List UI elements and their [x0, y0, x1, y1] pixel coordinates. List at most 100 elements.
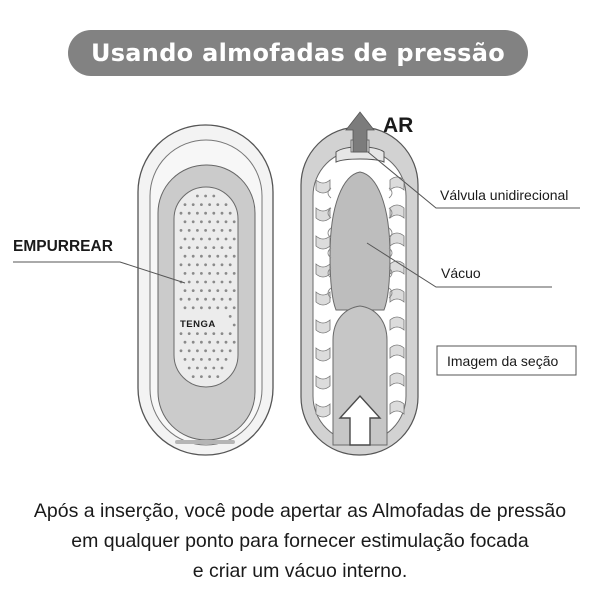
- pad-dot: [224, 272, 228, 275]
- caption-line-2: em qualquer ponto para fornecer estimula…: [71, 530, 529, 552]
- pad-dot: [187, 280, 191, 284]
- section-ribs: [315, 176, 405, 418]
- pad-dot: [232, 237, 236, 241]
- pad-dot: [224, 306, 228, 310]
- pad-dot: [200, 289, 203, 292]
- section-rib: [389, 372, 405, 387]
- pad-dot: [208, 358, 212, 361]
- pad-dot: [216, 237, 220, 241]
- pad-dot: [200, 272, 203, 275]
- caption-line-3: e criar um vácuo interno.: [192, 560, 408, 582]
- chamber-bump: [388, 187, 393, 199]
- section-rib: [389, 400, 405, 415]
- pad-dot: [179, 332, 183, 335]
- pad-dot: [196, 366, 199, 370]
- pad-dot: [216, 272, 220, 275]
- pad-dot: [216, 220, 220, 224]
- pad-dot: [200, 254, 203, 258]
- pad-dot: [232, 254, 236, 258]
- pad-dot: [208, 306, 212, 310]
- pad-dot: [224, 237, 228, 241]
- pad-dot: [232, 306, 236, 310]
- pad-dot: [179, 263, 183, 267]
- vacuum-leader-line: [366, 242, 552, 288]
- pad-dot: [216, 254, 220, 258]
- pad-dot: [212, 211, 216, 215]
- section-rib: [315, 291, 331, 306]
- pad-dot: [216, 203, 220, 207]
- section-rib: [315, 319, 331, 334]
- section-rib: [315, 375, 331, 390]
- pad-dot: [200, 220, 203, 224]
- one-way-valve: [335, 146, 385, 163]
- pad-dot: [212, 194, 216, 198]
- chamber-bump: [327, 267, 332, 279]
- pad-dot: [212, 280, 216, 284]
- section-rib: [389, 204, 405, 219]
- section-rib: [389, 288, 405, 303]
- pad-dot: [224, 254, 228, 258]
- pad-dot: [228, 280, 232, 284]
- pad-dot: [183, 220, 187, 224]
- pad-dot: [183, 358, 187, 361]
- pad-dot: [183, 237, 187, 241]
- chamber-bump: [327, 287, 332, 299]
- pad-dot: [200, 358, 203, 361]
- pad-dot: [196, 332, 199, 335]
- pad-dot: [200, 237, 203, 241]
- pad-dot: [228, 349, 232, 353]
- pad-dot: [208, 203, 212, 207]
- pad-dot: [196, 349, 199, 353]
- pad-dot: [208, 375, 212, 378]
- pad-dot: [179, 211, 183, 215]
- pad-dot: [187, 229, 191, 232]
- pad-dot: [191, 306, 195, 310]
- pad-dot: [212, 297, 216, 301]
- pad-dot: [232, 289, 236, 292]
- pad-dot: [208, 272, 212, 275]
- pad-dot: [204, 263, 208, 267]
- section-rib: [315, 179, 331, 194]
- pad-dot: [187, 246, 191, 250]
- pad-dot: [191, 340, 195, 344]
- pad-dot: [196, 280, 199, 284]
- pad-dot: [228, 246, 232, 250]
- push-leader-line: [13, 261, 186, 284]
- pad-dot: [220, 246, 224, 250]
- pad-dot: [191, 254, 195, 258]
- chamber-bump: [327, 227, 332, 239]
- chamber-bump: [388, 287, 393, 299]
- vacuum-label: Vácuo: [441, 265, 481, 281]
- tenga-logo: TENGA: [180, 319, 216, 330]
- pad-dot: [220, 349, 224, 353]
- pad-dot: [228, 315, 232, 318]
- pad-dot: [200, 340, 203, 344]
- vacuum-chamber: [329, 171, 391, 311]
- pad-dot: [208, 254, 212, 258]
- section-rib: [389, 344, 405, 359]
- pad-dot: [200, 306, 203, 310]
- pad-dot: [179, 349, 183, 353]
- pad-dot: [196, 211, 199, 215]
- pad-dot: [216, 358, 220, 361]
- pad-dot: [232, 340, 236, 344]
- page-title: Usando almofadas de pressão: [90, 39, 506, 67]
- pad-dot: [183, 203, 187, 207]
- chamber-bump: [327, 207, 332, 219]
- pad-dot: [228, 297, 232, 301]
- pad-dot: [191, 358, 195, 361]
- pad-dot: [212, 263, 216, 267]
- pad-dot: [220, 263, 224, 267]
- pad-dot: [224, 340, 228, 344]
- pad-dot: [208, 340, 212, 344]
- pad-dot: [228, 263, 232, 267]
- pad-dot: [183, 289, 187, 292]
- section-rib: [389, 232, 405, 247]
- pad-dot: [212, 349, 216, 353]
- pad-dot: [183, 272, 187, 275]
- pad-dot: [200, 375, 203, 378]
- pad-dot: [212, 366, 216, 370]
- pad-dot: [232, 323, 236, 327]
- chamber-bump: [388, 207, 393, 219]
- pad-dot: [232, 220, 236, 224]
